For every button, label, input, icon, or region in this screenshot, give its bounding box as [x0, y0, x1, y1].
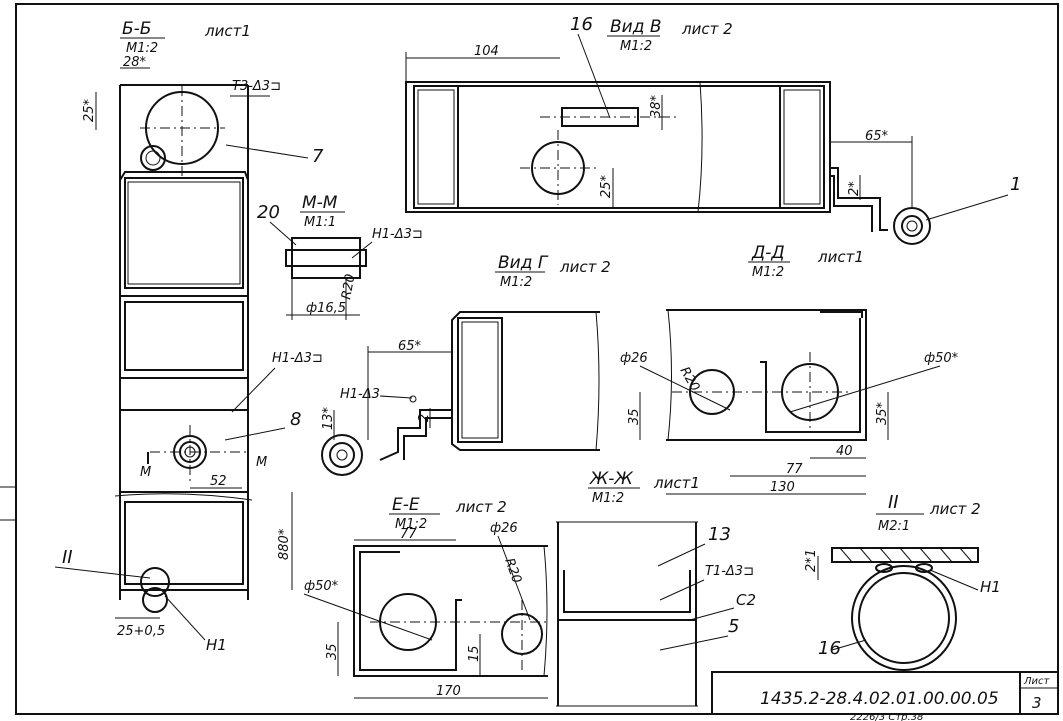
section-dd: Д-Д М1:2 лист1	[748, 243, 864, 280]
callout-7: 7	[312, 146, 324, 167]
dim-130: 130	[770, 480, 795, 495]
section-mark-m-left: М	[140, 465, 151, 480]
section-mm: М-М М1:1 20 ф16,5 R20 Н1-Δ3⊐	[257, 193, 423, 320]
section-zhzh-sheet: лист1	[653, 474, 700, 492]
footer-ref: 2226/3 Стр.38	[850, 712, 923, 721]
dim-104: 104	[474, 44, 499, 59]
weld-h1-mm: Н1-Δ3⊐	[372, 227, 423, 242]
view-v-sheet: лист 2	[681, 20, 733, 38]
dim-880: 880*	[277, 528, 292, 560]
dim-77-ee: 77	[400, 527, 417, 542]
dim-35-zh: 35	[627, 408, 642, 425]
weld-t1: Т1-Δ3⊐	[705, 564, 754, 579]
callout-13: 13	[708, 524, 731, 545]
callout-detail-II-left: II	[62, 547, 73, 568]
weld-n1-detail: Н1	[980, 578, 1001, 596]
view-g-sheet: лист 2	[559, 258, 611, 276]
dim-50-ee: ф50*	[304, 579, 339, 594]
sheet-number: 3	[1032, 694, 1042, 712]
dim-26-zh: ф26	[620, 351, 648, 366]
section-mm-title: М-М	[302, 193, 338, 213]
callout-1: 1	[1010, 174, 1021, 195]
dim-35-star-zh: 35*	[875, 401, 890, 425]
doc-number: 1435.2-28.4.02.01.00.00.05	[760, 689, 999, 709]
weld-t3: Т3-Δ3⊐	[232, 79, 281, 94]
section-bb-title: Б-Б	[122, 19, 151, 39]
view-v-hole	[531, 141, 585, 195]
dim-65-v: 65*	[865, 129, 889, 144]
dim-r20-mm: R20	[339, 273, 358, 301]
section-mm-scale: М1:1	[304, 215, 336, 230]
joint-detail: 13 Т1-Δ3⊐ С2 5	[556, 521, 756, 707]
dim-26-ee: ф26	[490, 521, 518, 536]
dim-28: 28*	[123, 55, 147, 70]
dim-25-vertical: 25*	[82, 98, 97, 122]
section-ee-title: Е-Е	[392, 495, 420, 515]
view-v-title: Вид В	[610, 17, 662, 37]
detail-II-title: II	[888, 492, 899, 513]
dim-r20-ee: R20	[501, 556, 524, 585]
dim-2-v: 2*	[847, 181, 862, 196]
callout-20: 20	[257, 202, 280, 223]
section-ee-scale: М1:2	[395, 517, 427, 532]
section-dd-sheet: лист1	[817, 248, 864, 266]
dim-15: 15	[467, 645, 482, 662]
callout-8: 8	[290, 409, 301, 430]
sheet-label: Лист	[1023, 676, 1051, 687]
dim-170: 170	[436, 684, 461, 699]
section-zhzh-scale: М1:2	[592, 491, 624, 506]
dim-2-g: 2	[417, 414, 432, 422]
detail-II-scale: М2:1	[878, 519, 910, 534]
view-v-scale: М1:2	[620, 39, 652, 54]
dim-40: 40	[836, 444, 853, 459]
title-block: 1435.2-28.4.02.01.00.00.05 Лист 3 2226/3…	[711, 671, 1059, 721]
weld-n1-bottom: Н1	[206, 636, 227, 654]
dim-65-g: 65*	[398, 339, 422, 354]
bb-bottom-pin	[140, 567, 170, 597]
section-zhzh: ф26 R20 ф50* 35 35* 40 77 130 Ж-Ж М1:2 л…	[588, 309, 959, 506]
ee-large-hole	[379, 593, 437, 651]
dim-r20-zh: R20	[677, 365, 703, 395]
section-bb: Б-Б М1:2 лист1 28* 25* Т3-Δ	[54, 19, 324, 654]
view-g-roller	[321, 434, 363, 476]
view-g-title: Вид Г	[498, 253, 549, 273]
dim-25-v: 25*	[599, 174, 614, 198]
callout-16-top: 16	[570, 14, 593, 35]
sheet-frame	[15, 3, 1059, 715]
view-g-scale: М1:2	[500, 275, 532, 290]
section-bb-sheet: лист1	[204, 22, 251, 40]
section-bb-scale: М1:2	[126, 41, 158, 56]
dim-13: 13*	[321, 406, 336, 430]
detail-II: II М2:1 лист 2 2*1 Н1 16	[804, 492, 1001, 671]
dim-25-tol: 25+0,5	[117, 624, 165, 639]
dim-77-zh: 77	[786, 462, 803, 477]
dim-38: 38*	[649, 94, 664, 118]
section-ee: Е-Е М1:2 лист 2 77 ф26 R20 ф50* 35 15 17…	[303, 495, 548, 699]
callout-5: 5	[728, 616, 739, 637]
dim-35-ee: 35	[325, 643, 340, 660]
view-g: Вид Г М1:2 лист 2 65* Н1-Δ3 13* 2	[321, 253, 611, 476]
view-v-roller	[893, 207, 931, 245]
section-dd-title: Д-Д	[751, 243, 785, 263]
dim-2-detail: 2*1	[804, 549, 819, 572]
bb-top-pin	[140, 145, 166, 171]
dim-16-5: ф16,5	[306, 301, 346, 316]
dim-52: 52	[210, 474, 227, 489]
weld-h1-left: Н1-Δ3⊐	[272, 351, 323, 366]
section-ee-sheet: лист 2	[455, 498, 507, 516]
section-dd-scale: М1:2	[752, 265, 784, 280]
section-mark-m-right: М	[256, 455, 267, 470]
view-v: Вид В М1:2 лист 2 16 104 38* 25* 65*	[405, 14, 1021, 245]
section-zhzh-title: Ж-Ж	[589, 469, 633, 489]
callout-16-detail: 16	[818, 638, 841, 659]
dim-50-zh: ф50*	[924, 351, 959, 366]
detail-II-sheet: лист 2	[929, 500, 981, 518]
weld-c2: С2	[736, 591, 756, 609]
detail-II-tube-outer	[851, 565, 957, 671]
weld-h1-g: Н1-Δ3	[340, 387, 380, 402]
